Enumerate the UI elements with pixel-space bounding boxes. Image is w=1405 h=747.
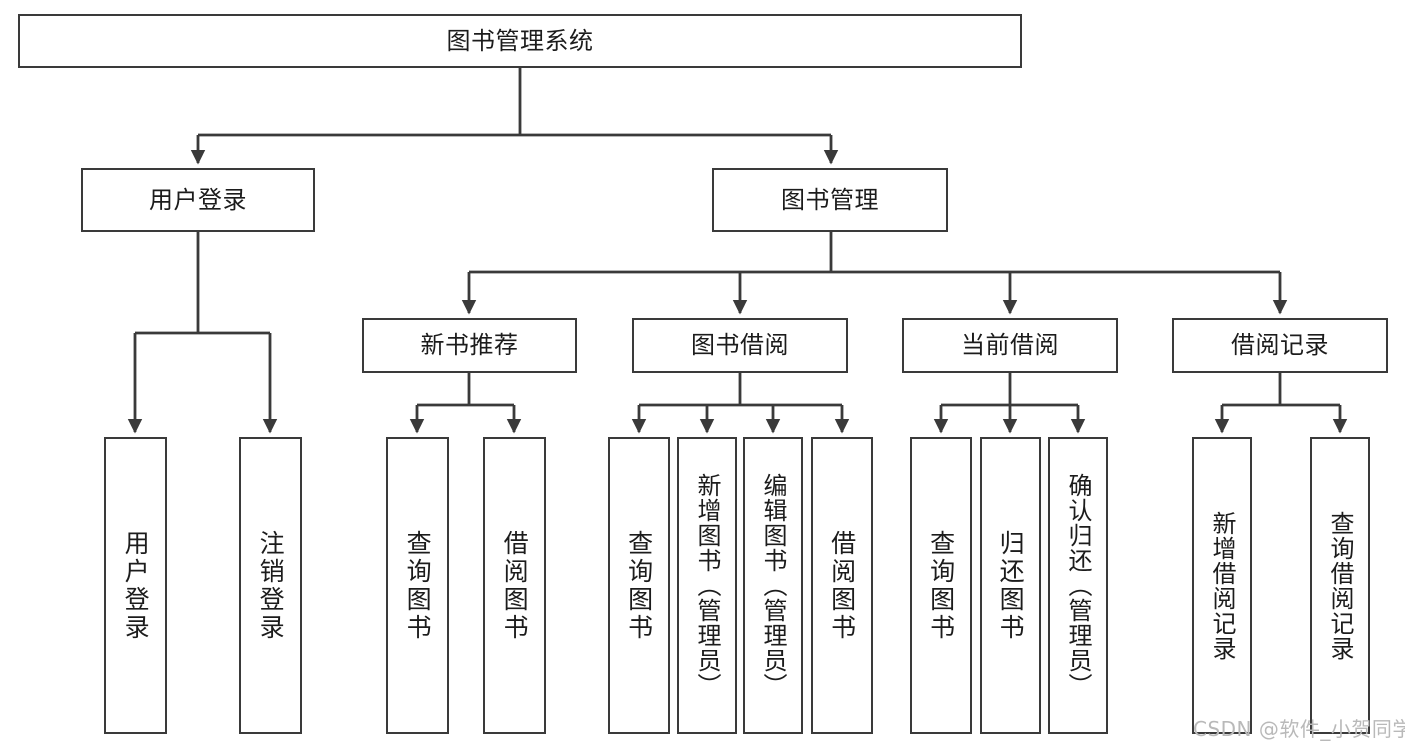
leaf-label: 查询图书 [926,529,956,642]
node-borrow-record[interactable]: 借阅记录 [1172,318,1388,373]
node-book-borrow[interactable]: 图书借阅 [632,318,848,373]
leaf-label: 查询图书 [403,529,433,642]
leaf-user-login-logout[interactable]: 注销登录 [239,437,302,734]
node-new-book-recommend-label: 新书推荐 [420,331,519,360]
leaf-label: 借阅图书 [500,529,530,642]
leaf-current-borrow-confirm[interactable]: 确认归还（管理员） [1048,437,1108,734]
leaf-new-book-query[interactable]: 查询图书 [386,437,449,734]
node-user-login-label: 用户登录 [149,185,247,214]
leaf-label: 新增借阅记录 [1208,510,1236,661]
leaf-label: 归还图书 [996,529,1026,642]
node-book-borrow-label: 图书借阅 [691,331,789,360]
leaf-book-borrow-borrow[interactable]: 借阅图书 [811,437,873,734]
node-borrow-record-label: 借阅记录 [1231,331,1329,360]
leaf-label: 查询图书 [624,529,654,642]
node-book-management[interactable]: 图书管理 [712,168,948,232]
leaf-current-borrow-query[interactable]: 查询图书 [910,437,972,734]
node-new-book-recommend[interactable]: 新书推荐 [362,318,577,373]
leaf-new-book-borrow[interactable]: 借阅图书 [483,437,546,734]
node-root[interactable]: 图书管理系统 [18,14,1022,68]
node-book-management-label: 图书管理 [781,185,879,214]
leaf-book-borrow-edit[interactable]: 编辑图书（管理员） [743,437,803,734]
node-current-borrow[interactable]: 当前借阅 [902,318,1118,373]
leaf-label: 查询借阅记录 [1326,510,1354,661]
node-user-login[interactable]: 用户登录 [81,168,315,232]
leaf-user-login-login[interactable]: 用户登录 [104,437,167,734]
leaf-book-borrow-add[interactable]: 新增图书（管理员） [677,437,737,734]
node-current-borrow-label: 当前借阅 [961,331,1059,360]
leaf-label: 用户登录 [121,529,151,642]
leaf-label: 确认归还（管理员） [1064,473,1092,698]
leaf-label: 编辑图书（管理员） [759,473,787,698]
leaf-borrow-record-add[interactable]: 新增借阅记录 [1192,437,1252,734]
node-root-label: 图书管理系统 [446,26,594,55]
leaf-label: 借阅图书 [827,529,857,642]
leaf-book-borrow-query[interactable]: 查询图书 [608,437,670,734]
leaf-current-borrow-return[interactable]: 归还图书 [980,437,1041,734]
leaf-label: 新增图书（管理员） [693,473,721,698]
watermark: CSDN @软件_小贺同学 [1193,717,1405,741]
leaf-label: 注销登录 [256,529,286,642]
leaf-borrow-record-query[interactable]: 查询借阅记录 [1310,437,1370,734]
